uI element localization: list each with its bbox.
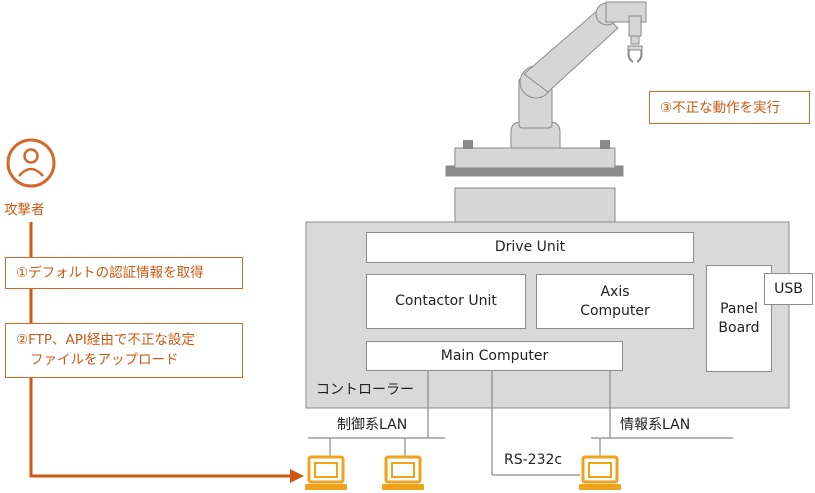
usb-label: USB (774, 280, 803, 297)
attacker-label: 攻撃者 (4, 202, 45, 218)
info-lan-label: 情報系LAN (620, 417, 691, 433)
step-2-box: ②FTP、API経由で不正な設定 ファイルをアップロード (5, 323, 243, 378)
axis-computer-label-line1: Axis (600, 283, 630, 300)
main-computer-label: Main Computer (440, 347, 549, 364)
panel-board-label-line1: Panel (720, 300, 758, 317)
step-1-label: ①デフォルトの認証情報を取得 (16, 265, 204, 281)
drive-unit-label: Drive Unit (494, 239, 566, 255)
step-2-label-line2: ファイルをアップロード (30, 352, 179, 368)
laptop-icon (382, 455, 424, 490)
step-3-label: ③不正な動作を実行 (660, 99, 781, 116)
rs232c-label: RS-232c (504, 452, 563, 468)
usb-port-box: USB (764, 273, 813, 305)
main-computer-box: Main Computer (366, 341, 623, 371)
panel-board-box: Panel Board (706, 265, 772, 372)
network-lines (308, 370, 733, 476)
laptop-icon (579, 455, 621, 490)
axis-computer-label-line2: Computer (580, 302, 650, 319)
drive-unit-box: Drive Unit (366, 232, 694, 263)
step-3-box: ③不正な動作を実行 (649, 91, 810, 124)
panel-board-label-line2: Board (718, 319, 760, 336)
contactor-unit-box: Contactor Unit (366, 274, 526, 329)
control-lan-label: 制御系LAN (337, 417, 408, 433)
step-1-box: ①デフォルトの認証情報を取得 (5, 257, 243, 289)
step-2-label-line1: ②FTP、API経由で不正な設定 (16, 332, 195, 348)
contactor-unit-label: Contactor Unit (395, 293, 497, 309)
controller-label: コントローラー (316, 382, 414, 398)
laptop-icon (305, 455, 347, 490)
user-icon (6, 138, 56, 188)
axis-computer-box: Axis Computer (536, 274, 694, 329)
robot-arm (445, 1, 647, 225)
